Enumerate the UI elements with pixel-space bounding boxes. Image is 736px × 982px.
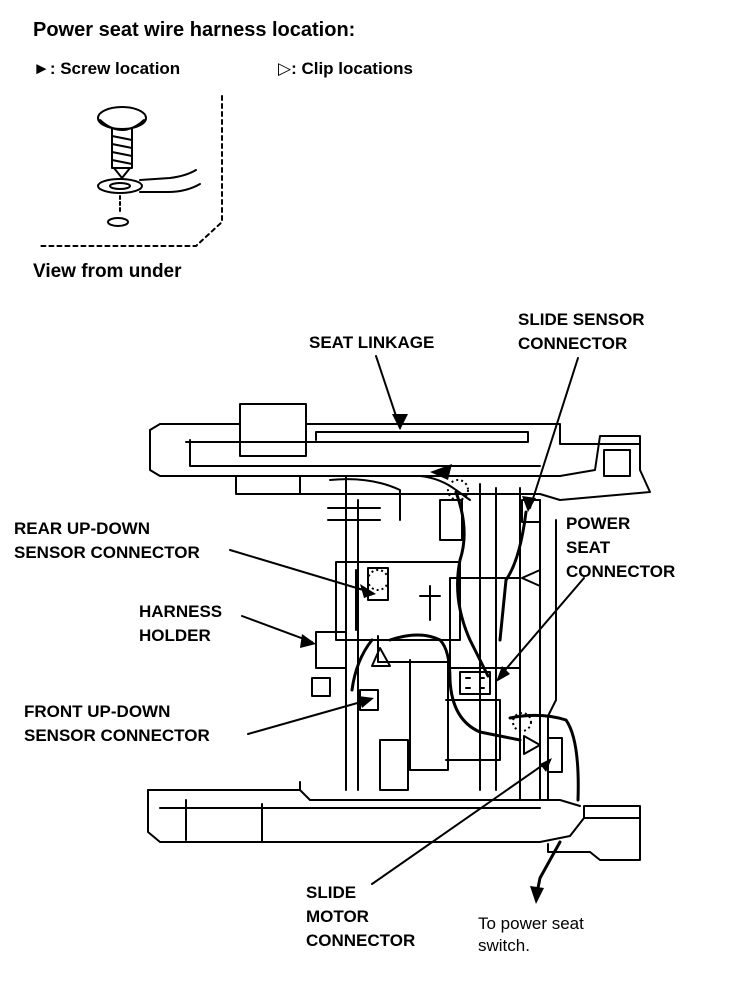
- label-line: SENSOR CONNECTOR: [24, 726, 210, 745]
- label-line: SENSOR CONNECTOR: [14, 543, 200, 562]
- label-line: SLIDE SENSOR: [518, 310, 645, 329]
- label-line: MOTOR: [306, 907, 369, 926]
- label-to-power-seat-switch: To power seat switch.: [478, 913, 584, 957]
- label-front-up-down-sensor-connector: FRONT UP-DOWN SENSOR CONNECTOR: [24, 700, 210, 748]
- power-seat-connector-shape: [459, 671, 491, 695]
- label-harness-holder: HARNESS HOLDER: [139, 600, 222, 648]
- legend-clip-locations: ▷: Clip locations: [278, 59, 413, 78]
- label-line: HOLDER: [139, 626, 211, 645]
- label-line: POWER: [566, 514, 631, 533]
- bottom-rail: [147, 781, 641, 861]
- label-line: HARNESS: [139, 602, 223, 621]
- label-line: FRONT UP-DOWN: [24, 702, 171, 721]
- label-line: SLIDE: [306, 883, 357, 902]
- clip-location-markers: [371, 569, 541, 755]
- label-line: CONNECTOR: [306, 931, 416, 950]
- legend-screw-location: ►: Screw location: [33, 59, 181, 78]
- label-slide-sensor-connector: SLIDE SENSOR CONNECTOR: [518, 308, 645, 356]
- label-power-seat-connector: POWER SEAT CONNECTOR: [566, 512, 675, 584]
- label-line: CONNECTOR: [566, 562, 676, 581]
- top-rail: [149, 403, 651, 501]
- label-slide-motor-connector: SLIDE MOTOR CONNECTOR: [306, 881, 415, 953]
- center-frame: [311, 475, 557, 801]
- slide-motor-connector-shape: [547, 737, 563, 773]
- label-line: To power seat: [478, 914, 584, 933]
- label-line: CONNECTOR: [518, 334, 628, 353]
- label-line: switch.: [478, 936, 530, 955]
- leader-lines: [229, 355, 585, 885]
- label-seat-linkage: SEAT LINKAGE: [309, 333, 435, 352]
- label-line: REAR UP-DOWN: [14, 519, 150, 538]
- inset-caption: View from under: [33, 261, 182, 282]
- label-line: SEAT: [566, 538, 611, 557]
- clip-dotted-circles: [367, 479, 532, 732]
- screw-detail-icon: [97, 106, 201, 227]
- diagram-title: Power seat wire harness location:: [33, 19, 356, 41]
- inset-frame: [39, 95, 223, 247]
- rear-sensor-connector-shape: [367, 567, 389, 601]
- label-rear-up-down-sensor-connector: REAR UP-DOWN SENSOR CONNECTOR: [14, 517, 200, 565]
- arrowheads: [300, 414, 552, 904]
